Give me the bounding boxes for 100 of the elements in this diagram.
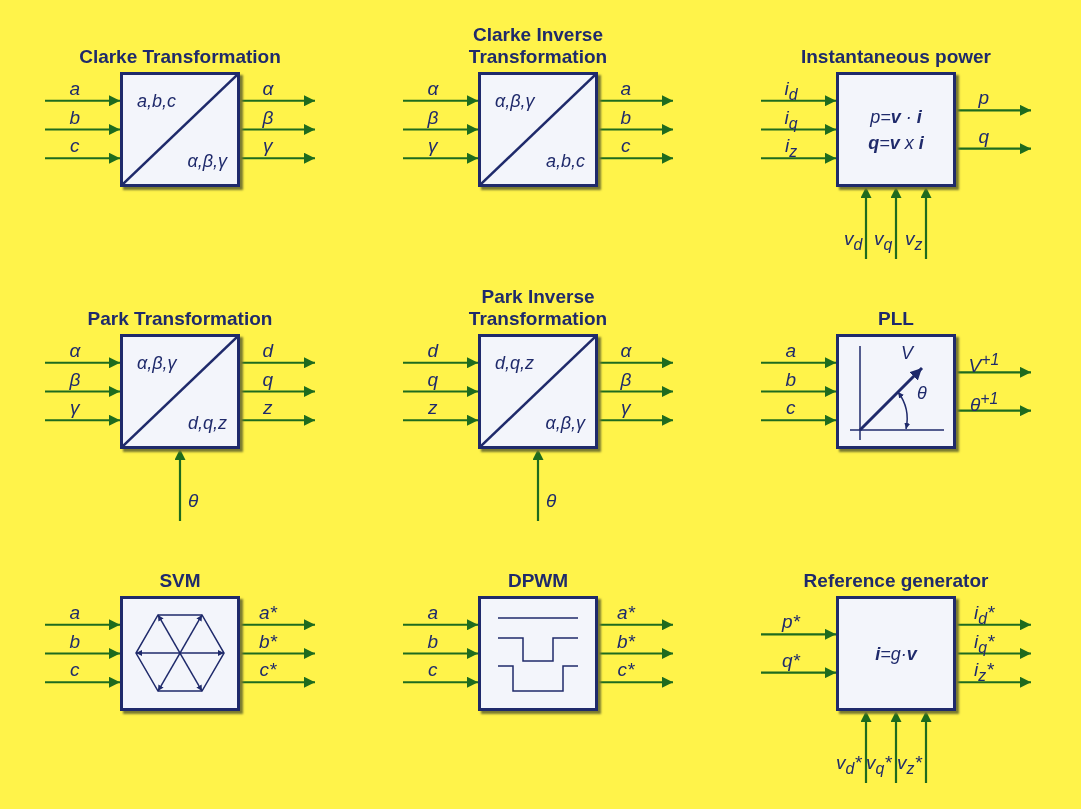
signal-label: b [620,107,632,128]
arrow [761,357,836,369]
signal-label: β [427,107,439,128]
block-text: α,β,γ [187,151,227,172]
arrow [860,187,872,259]
block-title: Reference generator [802,569,990,592]
arrow [761,667,836,679]
vector-label: V [901,343,913,364]
signal-label: γ [70,398,80,419]
arrow [761,95,836,107]
signal-label: b [69,631,81,652]
block-text: a,b,c [545,151,585,172]
arrow [956,405,1031,417]
arrow [598,414,673,426]
signal-label: p* [782,612,800,633]
arrow [45,386,120,397]
signal-label: i$_{q}$* [974,631,995,658]
signal-label: a [69,602,81,623]
block-title: DPWM [506,569,570,592]
arrow [45,152,120,164]
signal-label: i$_{q}$ [784,107,798,134]
arrow [240,124,315,135]
arrow [403,152,478,164]
signal-label: b* [259,631,277,652]
signal-label: α [69,340,81,361]
arrow [403,676,478,688]
arrow [956,104,1031,116]
arrow [45,95,120,107]
signal-label: β [69,369,81,390]
signal-label: γ [621,398,631,419]
signal-label: a* [259,602,277,623]
signal-label: a [785,340,797,361]
block-text: a,b,c [137,91,177,112]
signal-label: c [786,398,796,419]
signal-label: b [69,107,81,128]
signal-label: v$_{d}$ [844,229,863,255]
arrow [598,95,673,107]
arrow [598,619,673,631]
arrow [403,648,478,659]
signal-label: v$_{q}$ [874,229,893,255]
signal-label: v$_{d}$* [836,753,862,779]
arrow [956,619,1031,631]
arrow [598,676,673,688]
arrow [598,152,673,164]
block-title: Clarke Transformation [78,45,282,68]
signal-label: c [428,660,438,681]
formula-text: i=g·v [875,642,917,666]
signal-label: α [620,340,632,361]
signal-label: α [262,78,274,99]
arrow [598,124,673,135]
arrow [403,386,478,397]
block-title: Instantaneous power [800,45,992,68]
signal-label: θ [188,491,199,511]
signal-label: i$_{z}$* [974,660,994,687]
arrow [890,187,902,259]
arrow [761,152,836,164]
signal-label: a* [617,602,635,623]
arrow [240,386,315,397]
block-text: α,β,γ [495,91,535,112]
signal-label: α [427,78,439,99]
signal-label: a [427,602,439,623]
arrow [956,676,1031,688]
arrow [240,95,315,107]
arrow [598,648,673,659]
signal-label: c* [617,660,635,681]
arrow [45,357,120,369]
signal-label: γ [428,136,438,157]
arrow [761,628,836,640]
signal-label: p [978,88,990,109]
arrow [403,95,478,107]
signal-label: i$_{d}$ [784,78,798,105]
signal-label: c* [259,660,277,681]
signal-label: β [620,369,632,390]
signal-label: a [620,78,632,99]
signal-label: z [263,398,273,419]
arrow [403,414,478,426]
arrow [403,619,478,631]
block-text: d,q,z [495,353,535,374]
signal-label: γ [263,136,273,157]
signal-label: q* [782,650,800,671]
arrow [598,357,673,369]
arrow [45,414,120,426]
arrow [240,676,315,688]
signal-label: d [427,340,439,361]
block-title: Park Transformation [86,307,274,330]
signal-label: β [262,107,274,128]
arrow [761,414,836,426]
signal-label: a [69,78,81,99]
signal-label: i$_{d}$* [974,602,995,629]
signal-label: v$_{z}$ [905,229,923,255]
signal-label: c [70,660,80,681]
arrow [240,414,315,426]
signal-label: i$_{z}$ [785,136,798,163]
arrow [920,187,932,259]
signal-label: v$_{q}$* [866,753,892,779]
arrow [761,124,836,135]
arrow [532,449,544,521]
signal-label: θ [546,491,557,511]
arrow [240,152,315,164]
arrow [956,648,1031,659]
